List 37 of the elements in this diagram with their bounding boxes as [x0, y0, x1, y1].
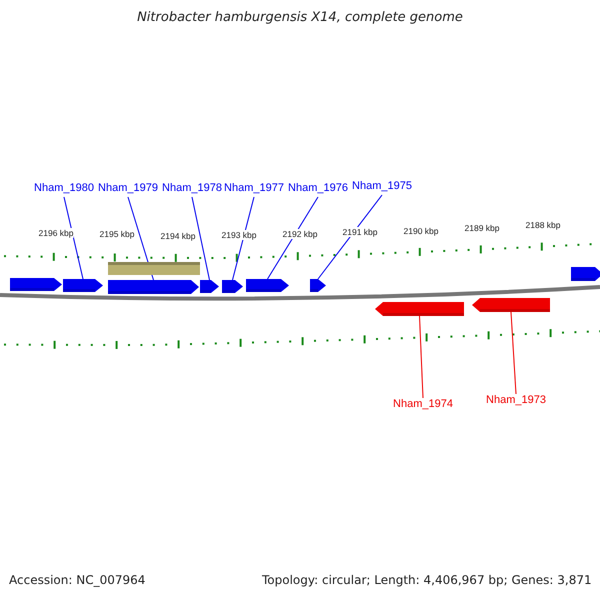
scale-label: 2195 kbp: [100, 229, 134, 239]
gene-feature: [472, 298, 550, 312]
leader-line: [318, 194, 382, 280]
gene-feature: [310, 279, 326, 292]
gene-label: Nham_1977: [224, 182, 284, 194]
scale-label: 2192 kbp: [282, 229, 318, 239]
scale-label: 2193 kbp: [222, 230, 256, 240]
gene-label: Nham_1979: [98, 182, 158, 194]
leader-line: [419, 316, 424, 398]
scale-label: 2191 kbp: [342, 227, 378, 237]
gene-label: Nham_1975: [352, 180, 412, 192]
leader-line: [192, 196, 210, 280]
scale-label: 2196 kbp: [38, 228, 74, 238]
feature-bar: [108, 262, 200, 275]
leader-line: [232, 196, 254, 280]
gene-feature: [571, 267, 600, 281]
accession-label: Accession: NC_007964: [9, 573, 146, 587]
gene-label: Nham_1974: [393, 398, 453, 410]
leader-line: [267, 196, 318, 280]
leader-line: [510, 312, 516, 394]
gene-feature: [222, 280, 243, 293]
scale-label: 2190 kbp: [404, 226, 438, 236]
gene-label: Nham_1976: [288, 182, 348, 194]
gene-label: Nham_1973: [486, 394, 546, 406]
gene-label: Nham_1978: [162, 182, 222, 194]
leader-line: [64, 196, 84, 280]
gene-feature: [10, 278, 62, 291]
scale-label: 2194 kbp: [160, 231, 196, 241]
genome-summary: Topology: circular; Length: 4,406,967 bp; Genes: 3,871: [262, 573, 592, 587]
gene-feature: [200, 280, 219, 293]
scale-label: 2188 kbp: [526, 220, 560, 230]
gene-feature: [375, 302, 464, 316]
diagram-title: Nitrobacter hamburgensis X14, complete genome: [137, 10, 463, 25]
scale-label: 2189 kbp: [464, 223, 500, 233]
gene-feature: [63, 279, 103, 292]
gene-feature: [246, 279, 289, 292]
gene-label: Nham_1980: [34, 182, 94, 194]
